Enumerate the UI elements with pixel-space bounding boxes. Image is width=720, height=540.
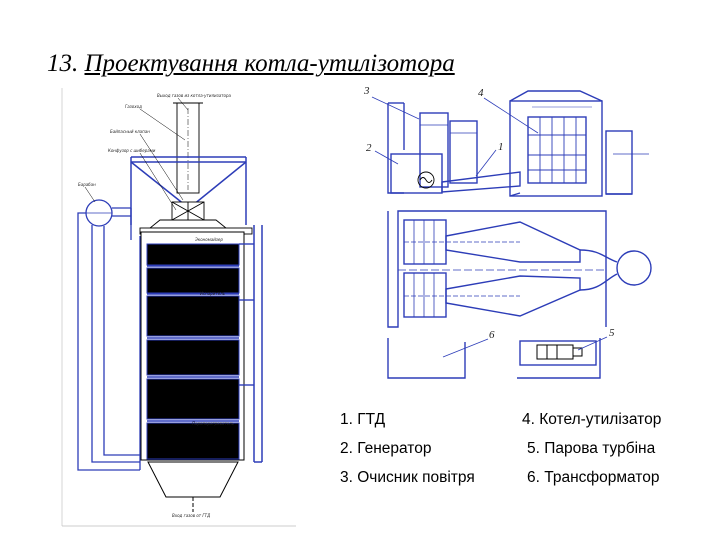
title-number: 13. <box>47 50 79 77</box>
plan-number-3: 3 <box>363 85 370 97</box>
plan-number-5: 5 <box>609 327 615 339</box>
label-diffuser: Конфузор с шиберами <box>108 148 156 153</box>
page-title: 13. Проектування котла-утилізотора <box>47 50 455 78</box>
label-stack: Газоход <box>125 104 142 109</box>
label-economizer: Экономайзер <box>194 237 223 242</box>
legend-item-3: 3. Очисник повітря <box>340 469 475 486</box>
legend-item-2: 2. Генератор <box>340 440 432 457</box>
label-gas-inlet: Вход газов от ГТД <box>172 513 210 518</box>
leader-lines <box>84 97 189 211</box>
boiler-frame <box>61 88 296 527</box>
turbine-icon <box>536 344 583 360</box>
plan-number-2: 2 <box>366 142 372 154</box>
legend-item-6: 6. Трансформатор <box>527 469 660 486</box>
section-headers <box>147 243 254 422</box>
legend-item-4: 4. Котел-утилізатор <box>522 411 662 428</box>
plan-number-1: 1 <box>498 141 504 153</box>
plan-number-6: 6 <box>489 329 495 341</box>
plan-details <box>398 220 606 317</box>
legend-item-5: 5. Парова турбіна <box>527 440 656 457</box>
label-drum: Барабан <box>78 182 96 187</box>
label-exhaust-top: Выход газов из котла-утилизатора <box>157 93 232 98</box>
boiler-stack <box>173 102 203 194</box>
boiler-diffuser <box>139 201 253 235</box>
label-bypass: Байпасный клапан <box>110 129 150 134</box>
elevation-view <box>387 90 649 197</box>
heating-sections <box>146 243 240 460</box>
number-leaders <box>371 96 608 358</box>
label-evaporator: Испаритель <box>200 291 226 296</box>
label-superheater: Пароперегреватель <box>192 421 235 426</box>
boiler-tubes-elevation <box>528 117 586 183</box>
plan-number-4: 4 <box>478 87 484 99</box>
drum-icon <box>85 199 132 240</box>
plan-view <box>387 210 652 379</box>
boiler-steel-frame <box>130 156 263 463</box>
legend-item-1: 1. ГТД <box>340 411 386 428</box>
title-text: Проектування котла-утилізотора <box>84 50 455 77</box>
